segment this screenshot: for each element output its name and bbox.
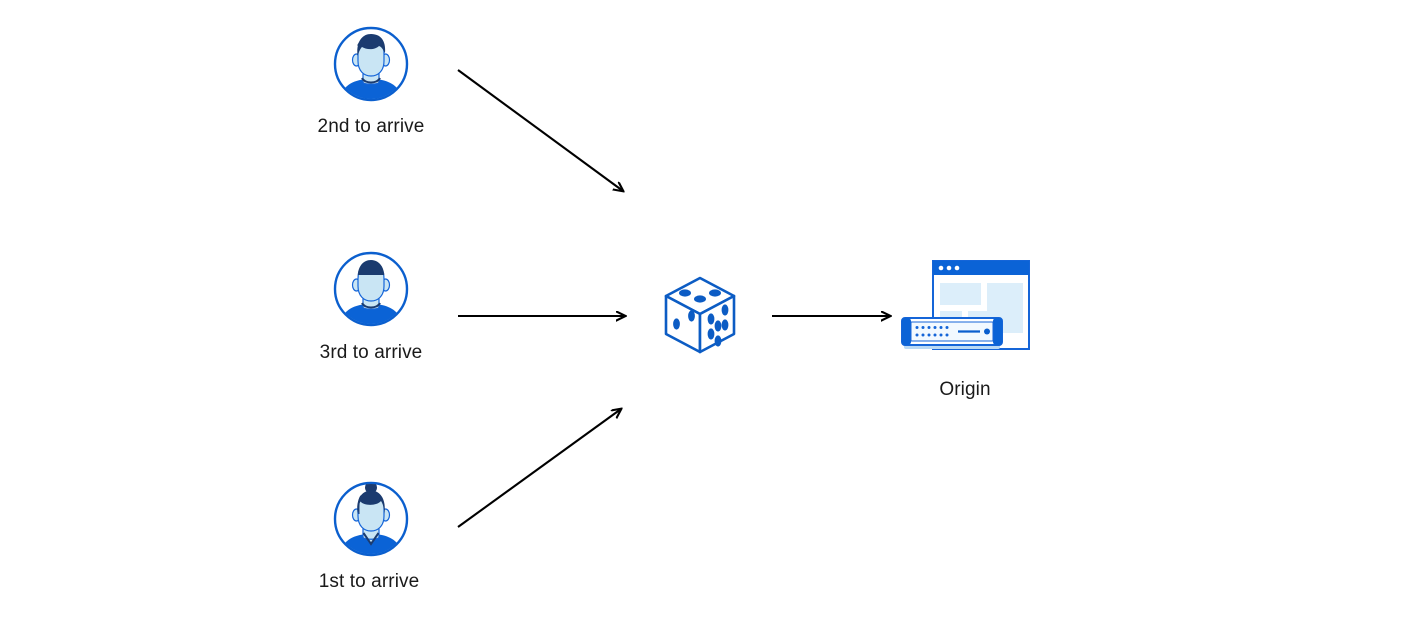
router-device-icon <box>901 317 1003 349</box>
node-randomizer[interactable] <box>654 269 746 361</box>
avatar-female-bun-hair-icon <box>333 481 409 557</box>
arrow-1st-to-dice <box>457 409 621 528</box>
node-label-origin: Origin <box>939 379 991 400</box>
node-visitor-2nd[interactable] <box>333 26 409 102</box>
dice-icon <box>664 276 736 354</box>
origin-server-browser-icon <box>901 260 1030 350</box>
avatar-male-short-hair-icon <box>333 251 409 327</box>
node-visitor-1st[interactable] <box>333 481 409 557</box>
avatar-male-wavy-hair-icon <box>333 26 409 102</box>
node-origin[interactable] <box>896 256 1030 364</box>
node-label-visitor-3rd: 3rd to arrive <box>319 342 423 363</box>
node-visitor-3rd[interactable] <box>333 251 409 327</box>
node-label-visitor-1st: 1st to arrive <box>318 571 420 592</box>
node-label-visitor-2nd: 2nd to arrive <box>317 116 425 137</box>
